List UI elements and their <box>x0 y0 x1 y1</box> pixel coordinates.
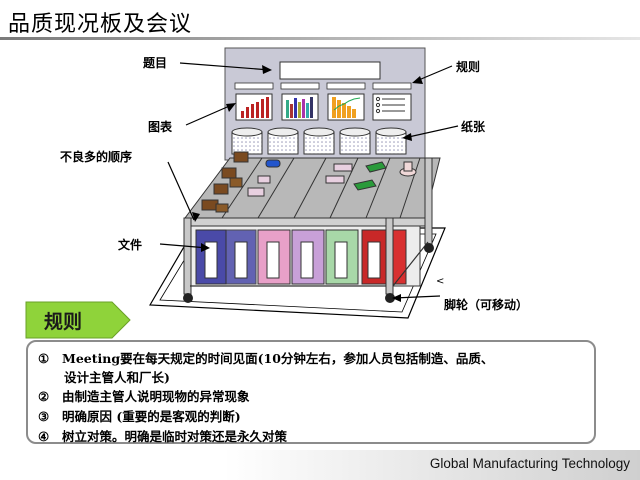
callout-rules: 规则 <box>456 60 481 74</box>
floor-outline <box>148 227 446 319</box>
board-topic-slot <box>279 61 381 80</box>
rule-item-1-continued: 设计主管人和厂长) <box>64 370 170 385</box>
rule-number: ① <box>38 351 50 366</box>
chart-panel-1 <box>235 93 273 121</box>
rule-text: Meeting要在每天规定的时间见面(10分钟左右，参加人员包括制造、品质、 <box>62 351 494 366</box>
quality-board-diagram: < <box>25 47 459 339</box>
board-label-slot-1 <box>234 82 274 90</box>
chart-panel-4 <box>372 93 412 121</box>
rule-item-1: ① Meeting要在每天规定的时间见面(10分钟左右，参加人员包括制造、品质、 <box>38 348 493 367</box>
callout-caster: 脚轮（可移动） <box>444 298 529 312</box>
defect-items <box>201 151 417 213</box>
board-label-slot-2 <box>280 82 320 90</box>
chart-panel-3 <box>327 93 365 121</box>
chart-panel-2 <box>281 93 319 121</box>
callout-paper: 纸张 <box>461 120 486 134</box>
rules-section-label: 规则 <box>43 311 82 333</box>
rule-item-4: ④ 树立对策。明确是临时对策还是永久对策 <box>38 426 287 445</box>
rule-text: 由制造主管人说明现物的异常现象 <box>62 389 250 404</box>
board-label-slot-4 <box>372 82 412 90</box>
rule-item-2: ② 由制造主管人说明现物的异常现象 <box>38 386 250 405</box>
footer-text: Global Manufacturing Technology <box>429 456 630 471</box>
rule-text: 明确原因 (重要的是客观的判断) <box>62 409 241 424</box>
rules-list-box <box>26 340 596 444</box>
paper-rolls <box>231 127 407 155</box>
page-title: 品质现况板及会议 <box>8 12 193 37</box>
rule-text: 树立对策。明确是临时对策还是永久对策 <box>62 429 288 444</box>
caster-hint-mark: < <box>436 276 444 287</box>
document-binders <box>195 229 407 285</box>
caster-wheels <box>183 243 434 303</box>
callout-document: 文件 <box>118 238 143 252</box>
callout-chart: 图表 <box>148 120 173 134</box>
callout-topic: 题目 <box>143 56 168 70</box>
board-label-slot-3 <box>326 82 366 90</box>
callout-defect-order: 不良多的顺序 <box>60 150 133 164</box>
arrowheads <box>192 65 423 302</box>
footer-bar <box>0 450 640 480</box>
rules-tag-shape <box>25 301 131 339</box>
rule-number: ② <box>38 389 50 404</box>
rule-number: ③ <box>38 409 50 424</box>
rule-number: ④ <box>38 429 50 444</box>
rule-item-3: ③ 明确原因 (重要的是客观的判断) <box>38 406 241 425</box>
title-divider <box>0 37 640 40</box>
